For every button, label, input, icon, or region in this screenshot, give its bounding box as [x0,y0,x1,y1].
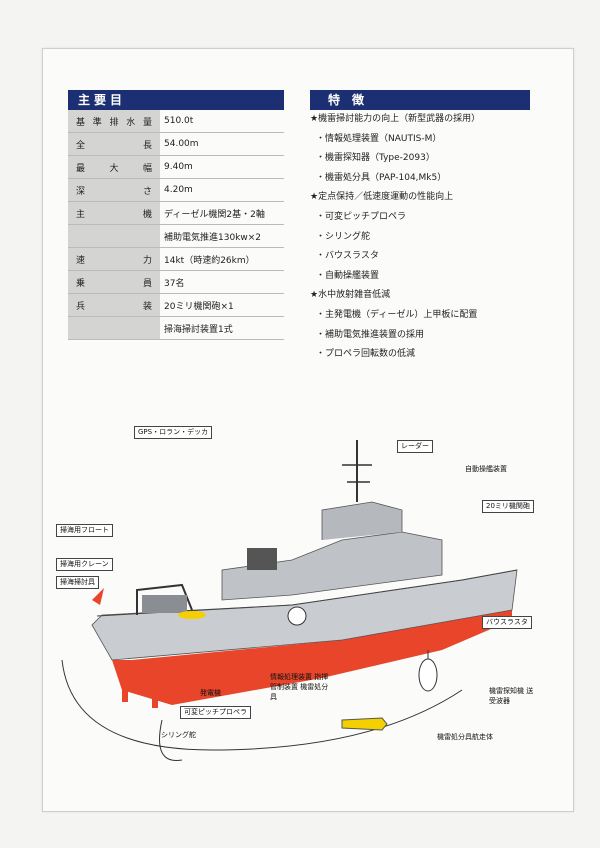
sweep-cable-line [61,659,463,751]
label-radar: レーダー [397,440,433,453]
spec-key [68,316,160,340]
feature-item: ★水中放射雑音低減 [310,290,391,301]
spec-row: 掃海掃討装置1式 [68,316,284,340]
features-list: ★機雷掃討能力の向上（新型武器の採用） ・情報処理装置（NAUTIS-M） ・機雷探… [310,110,530,365]
features-header: 特徴 [310,90,530,110]
feature-item: ★機雷掃討能力の向上（新型武器の採用） [310,114,481,124]
spec-row: 補助電気推進130kw×2 [68,224,284,248]
feature-item: ・プロペラ回転数の低減 [316,349,416,360]
spec-value: 補助電気推進130kw×2 [160,224,284,248]
label-auto-steer: 自動操艦装置 [465,465,507,473]
label-gun: 20ミリ機関砲 [482,500,534,513]
spec-value: ディーゼル機関2基・2軸 [160,201,284,225]
cable-line-2 [159,719,183,761]
spec-value: 20ミリ機関砲×1 [160,293,284,317]
stern-flag [92,588,104,605]
disposal-vehicle [341,717,388,731]
spec-value: 掃海掃討装置1式 [160,316,284,340]
bow-emblem [287,606,307,626]
spec-key [68,224,160,248]
label-float: 掃海用フロート [56,524,113,537]
feature-item: ・機雷探知器（Type-2093） [316,153,435,164]
feature-item: ・自動操艦装置 [316,270,380,281]
spec-value: 14kt（時速約26km） [160,247,284,271]
feature-item: ・バウスラスタ [316,251,379,262]
label-info-proc: 情報処理装置 指揮管制装置 機雷処分具 [270,673,329,701]
feature-item: ・可変ピッチプロペラ [316,211,407,222]
spec-key: 最大幅 [68,155,160,179]
ship-diagram: GPS・ロラン・デッカ レーダー 自動操艦装置 20ミリ機関砲 掃海用フロート … [42,420,572,800]
label-disposal-vehicle: 機雷処分具航走体 [437,733,493,741]
spec-value: 54.00m [160,132,284,156]
label-gps: GPS・ロラン・デッカ [134,426,213,439]
specs-header: 主要目 [68,90,284,110]
label-cpp: 可変ピッチプロペラ [180,706,251,719]
propeller [122,682,128,702]
feature-item: ・シリング舵 [316,231,371,242]
label-schilling: シリング舵 [161,731,196,739]
feature-item: ★定点保持／低速度運動の性能向上 [310,192,454,203]
label-bow-thruster: バウスラスタ [482,616,532,629]
hull-red [112,610,512,705]
spec-row: 主機ディーゼル機関2基・2軸 [68,201,284,225]
spec-key: 乗員 [68,270,160,294]
label-crane: 掃海用クレーン [56,558,113,571]
spec-key: 基準排水量 [68,110,160,133]
bridge [321,501,403,540]
sonar-dome [418,658,438,692]
label-sweep-gear: 掃海掃討具 [56,576,99,589]
feature-item: ・主発電機（ディーゼル）上甲板に配置 [316,309,478,320]
spec-value: 9.40m [160,155,284,179]
spec-key: 深さ [68,178,160,202]
spec-key: 速力 [68,247,160,271]
float [178,611,206,619]
spec-value: 37名 [160,270,284,294]
funnel [247,548,277,570]
ship-illustration [61,440,518,761]
rudder [152,690,158,708]
spec-value: 4.20m [160,178,284,202]
sweep-gear [142,595,187,613]
spec-key: 全長 [68,132,160,156]
spec-value: 510.0t [160,110,284,133]
feature-item: ・機雷処分具（PAP-104,Mk5） [316,172,447,183]
spec-key: 主機 [68,201,160,225]
label-sonar: 機雷探知機 送受波器 [489,687,534,705]
feature-item: ・補助電気推進装置の採用 [316,329,425,340]
spec-key: 兵装 [68,293,160,317]
deck-line [96,569,518,617]
label-generator: 発電機 [200,689,221,697]
feature-item: ・情報処理装置（NAUTIS-M） [316,133,442,144]
